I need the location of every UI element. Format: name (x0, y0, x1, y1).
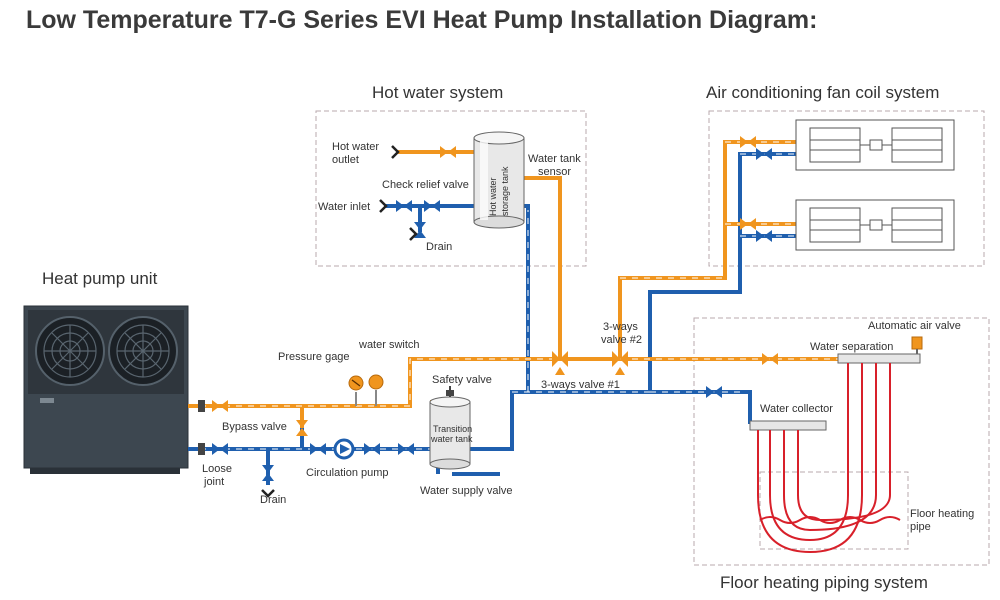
floor-heating-system-title: Floor heating piping system (720, 573, 928, 592)
water-separation-manifold (837, 353, 921, 364)
floor-heating-pipe (757, 363, 901, 554)
hot-water-storage-tank: Hot water storage tank (473, 131, 525, 229)
three-way-valve-2-label-1: 3-ways (603, 321, 638, 333)
fan-coil-unit-2 (795, 199, 955, 251)
loose-joints (198, 400, 205, 455)
water-collector-manifold (749, 420, 827, 431)
water-switch (368, 374, 384, 406)
water-inlet-icon (379, 199, 388, 213)
diagram-title: Low Temperature T7-G Series EVI Heat Pum… (26, 6, 818, 34)
safety-valve-label: Safety valve (432, 374, 492, 386)
three-way-valve-1-label: 3-ways valve #1 (541, 379, 620, 391)
valves (212, 136, 778, 481)
water-tank-sensor-label-1: Water tank (528, 153, 581, 165)
loose-joint-label-2: joint (203, 476, 224, 488)
fan-coil-unit-1 (795, 119, 955, 171)
drain-top-icon (409, 227, 418, 241)
water-inlet-label: Water inlet (318, 201, 370, 213)
storage-tank-label-2: storage tank (500, 166, 510, 216)
pressure-gage (348, 375, 364, 406)
storage-tank-label-1: Hot water (488, 177, 498, 216)
pressure-gage-label: Pressure gage (278, 351, 350, 363)
drain-bottom-icon (261, 489, 275, 498)
hot-water-system-box (315, 110, 587, 267)
fan-coil-system-title: Air conditioning fan coil system (706, 83, 939, 102)
automatic-air-valve-label: Automatic air valve (868, 320, 961, 332)
hot-water-system-title: Hot water system (372, 83, 503, 102)
floor-heating-pipe-label-2: pipe (910, 521, 931, 533)
floor-heating-inner-box (759, 471, 909, 550)
hot-water-outlet-icon (391, 145, 400, 159)
water-collector-label: Water collector (760, 403, 833, 415)
drain-bottom-label: Drain (260, 494, 286, 506)
three-way-valve-2-label-2: valve #2 (601, 334, 642, 346)
circulation-pump (333, 438, 355, 460)
loose-joint-label-1: Loose (202, 463, 232, 475)
hot-water-outlet-label-2: outlet (332, 154, 359, 166)
water-switch-label: water switch (358, 339, 420, 351)
water-tank-sensor-label-2: sensor (538, 166, 571, 178)
circulation-pump-label: Circulation pump (306, 467, 389, 479)
drain-top-label: Drain (426, 241, 452, 253)
water-supply-valve-label: Water supply valve (420, 485, 513, 497)
hot-water-outlet-label-1: Hot water (332, 141, 379, 153)
automatic-air-valve (911, 336, 923, 354)
heat-pump-unit (23, 305, 189, 474)
transition-tank-label-2: water tank (430, 434, 473, 444)
floor-heating-system-box (693, 317, 990, 566)
check-relief-valve-label: Check relief valve (382, 179, 469, 191)
safety-valve (446, 386, 454, 397)
water-separation-label: Water separation (810, 341, 893, 353)
transition-tank-label-1: Transition (433, 424, 472, 434)
transition-water-tank: Transition water tank (429, 396, 473, 470)
outlet-hooks (261, 145, 418, 498)
floor-heating-pipe-label-1: Floor heating (910, 508, 974, 520)
heat-pump-unit-title: Heat pump unit (42, 269, 158, 288)
bypass-valve-label: Bypass valve (222, 421, 287, 433)
fan-coil-system-box (708, 110, 985, 267)
